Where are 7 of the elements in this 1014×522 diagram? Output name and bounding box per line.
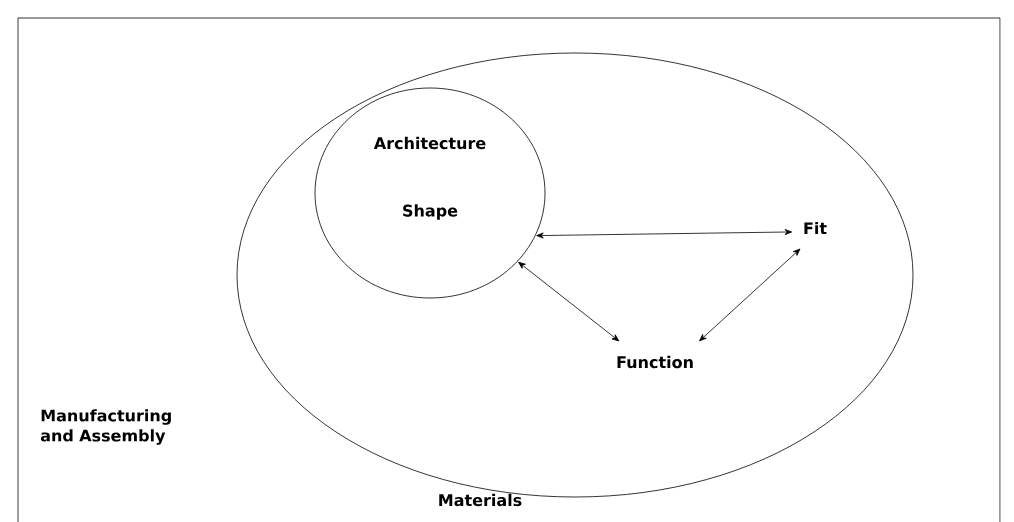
node-label: Fit bbox=[804, 221, 827, 235]
node-label: Function bbox=[617, 355, 693, 369]
double-arrow bbox=[699, 248, 801, 342]
double-arrow bbox=[518, 261, 620, 342]
region-label: Materials bbox=[439, 493, 522, 507]
double-arrow bbox=[536, 229, 793, 239]
region-label: Manufacturing and Assembly bbox=[40, 409, 171, 445]
